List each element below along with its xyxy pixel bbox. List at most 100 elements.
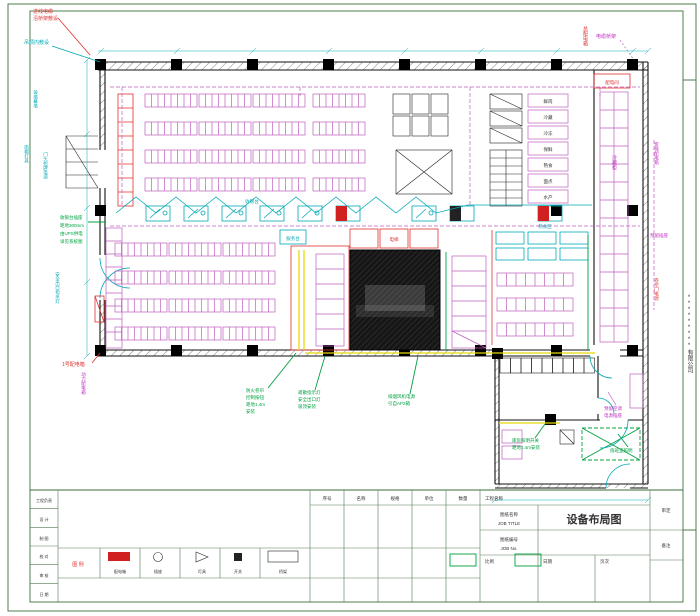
bg1-l4: 安装 bbox=[246, 408, 255, 415]
fire-hose-box bbox=[94, 295, 105, 323]
legend-item-3: 灯具 bbox=[198, 568, 206, 574]
schedule-header-4: 单位 bbox=[425, 495, 434, 502]
note-label: 备注 bbox=[662, 542, 671, 549]
job-title-label-en: JOB TITLE bbox=[498, 521, 520, 526]
bg1-l2: 控制按钮 bbox=[246, 394, 264, 401]
legend-item-4: 开关 bbox=[234, 568, 242, 574]
date-label: 日期 bbox=[543, 559, 552, 565]
bg2-l2: 安全出口灯 bbox=[298, 396, 321, 403]
elevator-label: 电梯 bbox=[390, 236, 399, 243]
schedule-header-1: 序号 bbox=[323, 495, 332, 502]
stub-row-5: 审 核 bbox=[39, 572, 48, 578]
title-block: 工程名称 图纸名称 JOB TITLE 设备布局图 图纸编号 JOB No. 比… bbox=[480, 490, 683, 602]
schedule-header-5: 数量 bbox=[459, 495, 468, 502]
freezer-cabinets: 鲜肉 冷藏 冷冻 保鲜 熟食 面点 水产 bbox=[527, 93, 569, 204]
legend-item-1: 配电箱 bbox=[114, 568, 126, 574]
service-desk-label: 服务台 bbox=[286, 235, 300, 242]
bottom-tables: 工程负责 设 计 制 图 校 对 审 核 日 期 图 例 配电箱 插座 灯具 开… bbox=[30, 489, 683, 602]
bg1-l1: 防火卷帘 bbox=[246, 387, 264, 394]
annotation-bottom-green-5: 值班室照明 bbox=[610, 433, 633, 454]
annotation-bottom-green-3: 排烟风机电源 引自AP2箱 bbox=[388, 355, 419, 407]
bg4-l1: 库房照明开关 bbox=[512, 437, 539, 444]
freezer-label: 熟食 bbox=[544, 162, 553, 169]
promo-table bbox=[395, 149, 453, 195]
escalator-stairs bbox=[489, 93, 523, 207]
schedule-table: 序号 名称 规格 单位 数量 bbox=[310, 490, 542, 602]
shelving-zone-upper-left bbox=[144, 93, 306, 192]
extension-rooms bbox=[499, 355, 644, 489]
legend-label: 图 例 bbox=[72, 561, 83, 568]
drawing-title: 设备布局图 bbox=[567, 512, 622, 526]
bm-l2: 电源插座 bbox=[604, 412, 622, 419]
legend-strip: 图 例 配电箱 插座 灯具 开关 桥架 bbox=[58, 490, 311, 602]
legend-item-2: 插座 bbox=[154, 568, 162, 574]
checkout-row bbox=[115, 196, 592, 222]
freezer-label: 冷冻 bbox=[544, 130, 553, 137]
promo-zone bbox=[290, 245, 350, 351]
annotation-left-green-2: 距地300mm bbox=[60, 222, 84, 228]
checkout-label: 收银台 bbox=[245, 198, 259, 205]
bg2-l3: 吸顶安装 bbox=[298, 403, 316, 410]
annotation-top-left-red-2: 沿桥架敷设 bbox=[33, 15, 58, 22]
annotations: 进线电缆 沿桥架敷设 吊顶内敷设 总配电箱 电缆桥架 玻璃幕墙 雨棚灯具 门头招… bbox=[24, 8, 669, 454]
shelving-zone-lower-left bbox=[114, 242, 276, 341]
annotation-left-magenta: 动力配电箱 bbox=[81, 371, 87, 396]
bg2-l1: 疏散指示灯 bbox=[298, 389, 321, 396]
check-label: 审定 bbox=[662, 507, 671, 514]
stub-row-4: 校 对 bbox=[39, 553, 48, 559]
schedule-header-2: 名称 bbox=[357, 495, 366, 502]
company-name-vertical: *********有限公司 bbox=[686, 295, 693, 373]
service-desk: 服务台 bbox=[279, 229, 307, 245]
legend-symbol-socket bbox=[153, 552, 163, 562]
bg3-l1: 排烟风机电源 bbox=[388, 393, 415, 400]
core-shaft: 电梯 bbox=[349, 228, 441, 351]
stub-row-3: 制 图 bbox=[39, 535, 48, 541]
annotation-right-magenta-2: 预留插座 bbox=[650, 232, 668, 239]
freezer-label: 保鲜 bbox=[544, 146, 553, 153]
annotation-left-cyan-4: 安全出口指示灯 bbox=[55, 271, 61, 305]
job-no-label-en: JOB No. bbox=[500, 546, 517, 551]
annotation-left-cyan-1: 玻璃幕墙 bbox=[33, 89, 39, 110]
annotation-left-cyan-3: 门头招牌电源 bbox=[43, 151, 49, 181]
legend-swatch-green-2 bbox=[514, 553, 542, 567]
left-wall-strip bbox=[105, 227, 123, 349]
end-cap-strip bbox=[117, 93, 134, 207]
freezer-label: 水产 bbox=[544, 194, 553, 201]
annotation-left-green-4: 详见系统图 bbox=[60, 238, 83, 245]
freezer-label: 面点 bbox=[544, 179, 553, 185]
floor-plan: 鲜肉 冷藏 冷冻 保鲜 熟食 面点 水产 冷藏柜 配电间 bbox=[65, 47, 655, 504]
job-no-label: 图纸编号 bbox=[500, 536, 518, 543]
job-title-label: 图纸名称 bbox=[500, 511, 518, 518]
annotation-right-magenta-1: 客梯配电箱 bbox=[654, 141, 660, 166]
annotation-top-left-cyan: 吊顶内敷设 bbox=[24, 39, 49, 46]
annotation-right-red: 卷帘门电源 bbox=[654, 277, 660, 302]
project-label: 工程名称 bbox=[485, 495, 503, 502]
bakery-boxes bbox=[392, 93, 449, 137]
stub-row-1: 工程负责 bbox=[36, 497, 52, 503]
schedule-header-3: 规格 bbox=[391, 495, 400, 502]
annotation-top-right-magenta: 电缆桥架 bbox=[596, 33, 616, 40]
right-cold-cabinet: 冷藏柜 bbox=[599, 91, 629, 343]
deli-label: 熟食区 bbox=[538, 223, 552, 230]
legend-symbol-panel bbox=[108, 552, 130, 561]
annotation-top-right-red: 总配电箱 bbox=[582, 25, 588, 47]
revision-table: 工程负责 设 计 制 图 校 对 审 核 日 期 bbox=[30, 490, 59, 602]
annotation-left-green-1: 收银台插座 bbox=[60, 214, 83, 221]
bg5-l1: 值班室照明 bbox=[610, 447, 633, 454]
legend-symbol-switch bbox=[234, 553, 242, 561]
annotation-left-green-3: 由UPS供电 bbox=[60, 230, 83, 237]
annotation-left-red: 1号配电箱 bbox=[62, 361, 85, 368]
deli-zone: 熟食区 bbox=[491, 223, 589, 350]
bg1-l3: 距地1.4m bbox=[246, 401, 265, 407]
bg4-l2: 距地1.4m安装 bbox=[512, 444, 541, 451]
stub-row-6: 日 期 bbox=[39, 591, 48, 597]
bm-l1: 预留空调 bbox=[604, 405, 622, 412]
annotation-bottom-green-1: 防火卷帘 控制按钮 距地1.4m 安装 bbox=[246, 352, 297, 415]
power-room: 配电间 bbox=[593, 73, 631, 89]
legend-symbol-lamp bbox=[195, 551, 209, 563]
legend-swatch-green-1 bbox=[449, 553, 477, 567]
annotation-left-cyan-2: 雨棚灯具 bbox=[24, 145, 30, 165]
columns bbox=[95, 59, 638, 425]
